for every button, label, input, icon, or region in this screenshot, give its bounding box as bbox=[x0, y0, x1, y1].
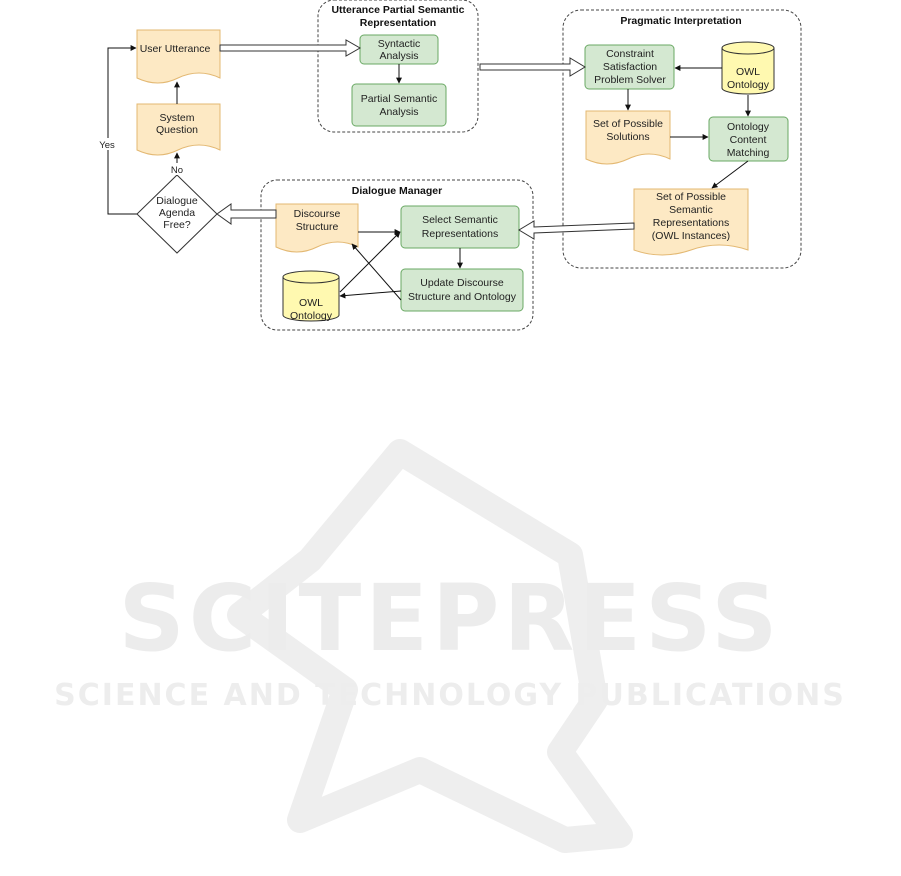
csp-line-1: Constraint bbox=[606, 48, 654, 60]
ontology-matching-line-2: Content bbox=[730, 134, 767, 146]
decision-line-3: Free? bbox=[163, 219, 191, 231]
system-question-line-1: System bbox=[159, 112, 194, 124]
system-question-line-2: Question bbox=[156, 124, 198, 136]
select-semantic-line-2: Representations bbox=[422, 228, 498, 240]
no-label-bg bbox=[168, 163, 186, 175]
possible-solutions-line-2: Solutions bbox=[606, 131, 649, 143]
possible-reps-line-1: Set of Possible bbox=[656, 191, 726, 203]
decision-line-1: Dialogue bbox=[156, 195, 198, 207]
node-possible-representations: Set of Possible Semantic Representations… bbox=[633, 188, 749, 256]
group-dialogue-title: Dialogue Manager bbox=[352, 185, 442, 197]
edge-owl-to-select bbox=[339, 231, 401, 293]
hollow-arrow-to-pragmatic bbox=[479, 57, 586, 77]
group-utterance-title-1: Utterance Partial Semantic bbox=[331, 4, 464, 16]
decision-line-2: Agenda bbox=[159, 207, 195, 219]
owl-bottom-line-1: OWL bbox=[299, 297, 323, 309]
group-pragmatic-title: Pragmatic Interpretation bbox=[620, 15, 741, 27]
yes-label-bg bbox=[96, 138, 118, 150]
update-discourse-line-2: Structure and Ontology bbox=[408, 291, 517, 303]
csp-line-2: Satisfaction bbox=[603, 61, 657, 73]
update-discourse-line-1: Update Discourse bbox=[420, 277, 504, 289]
edge-matching-to-representations bbox=[711, 160, 749, 189]
node-partial-semantic-analysis: Partial Semantic Analysis bbox=[351, 83, 447, 127]
edge-update-to-discourse bbox=[351, 243, 402, 301]
partial-semantic-line-2: Analysis bbox=[379, 106, 418, 118]
node-csp-solver: Constraint Satisfaction Problem Solver bbox=[584, 44, 675, 90]
node-update-discourse: Update Discourse Structure and Ontology bbox=[400, 268, 524, 312]
possible-reps-line-2: Semantic bbox=[669, 204, 713, 216]
group-utterance-title-2: Representation bbox=[360, 17, 436, 29]
watermark-main-text: SCITEPRESS bbox=[118, 565, 781, 672]
partial-semantic-line-1: Partial Semantic bbox=[361, 93, 437, 105]
group-pragmatic-interpretation bbox=[562, 9, 802, 269]
syntactic-line-2: Analysis bbox=[379, 50, 418, 62]
hollow-arrow-discourse-to-decision bbox=[216, 203, 277, 225]
possible-reps-line-4: (OWL Instances) bbox=[652, 230, 730, 242]
node-select-semantic: Select Semantic Representations bbox=[400, 205, 520, 249]
node-owl-ontology-top: OWL Ontology bbox=[721, 41, 775, 95]
group-dialogue-manager bbox=[260, 179, 534, 331]
edge-update-to-owl bbox=[339, 290, 402, 299]
yes-label: Yes bbox=[99, 140, 115, 151]
owl-top-line-2: Ontology bbox=[727, 79, 770, 91]
node-discourse-structure: Discourse Structure bbox=[275, 203, 359, 253]
syntactic-line-1: Syntactic bbox=[378, 38, 421, 50]
discourse-line-1: Discourse bbox=[294, 208, 341, 220]
node-owl-ontology-bottom: OWL Ontology bbox=[282, 270, 340, 322]
user-utterance-label: User Utterance bbox=[140, 43, 211, 55]
node-system-question: System Question bbox=[136, 103, 221, 156]
edge-yes-loop bbox=[107, 45, 137, 215]
hollow-arrow-utterance-to-syntactic bbox=[219, 39, 362, 57]
owl-bottom-line-2: Ontology bbox=[290, 310, 333, 322]
watermark-sub-text: SCIENCE AND TECHNOLOGY PUBLICATIONS bbox=[54, 678, 846, 713]
no-label: No bbox=[171, 165, 183, 176]
ontology-matching-line-3: Matching bbox=[727, 147, 770, 159]
node-dialogue-agenda-decision: Dialogue Agenda Free? bbox=[136, 174, 218, 254]
node-user-utterance: User Utterance bbox=[136, 29, 221, 84]
node-possible-solutions: Set of Possible Solutions bbox=[585, 110, 671, 165]
watermark-map-shape bbox=[227, 439, 633, 853]
csp-line-3: Problem Solver bbox=[594, 74, 666, 86]
owl-top-line-1: OWL bbox=[736, 66, 760, 78]
ontology-matching-line-1: Ontology bbox=[727, 121, 770, 133]
possible-solutions-line-1: Set of Possible bbox=[593, 118, 663, 130]
node-ontology-content-matching: Ontology Content Matching bbox=[708, 116, 789, 162]
possible-reps-line-3: Representations bbox=[653, 217, 729, 229]
group-utterance-representation bbox=[317, 0, 479, 133]
node-syntactic-analysis: Syntactic Analysis bbox=[359, 34, 439, 65]
hollow-arrow-representations-to-select bbox=[518, 220, 635, 240]
select-semantic-line-1: Select Semantic bbox=[422, 214, 498, 226]
discourse-line-2: Structure bbox=[296, 221, 339, 233]
